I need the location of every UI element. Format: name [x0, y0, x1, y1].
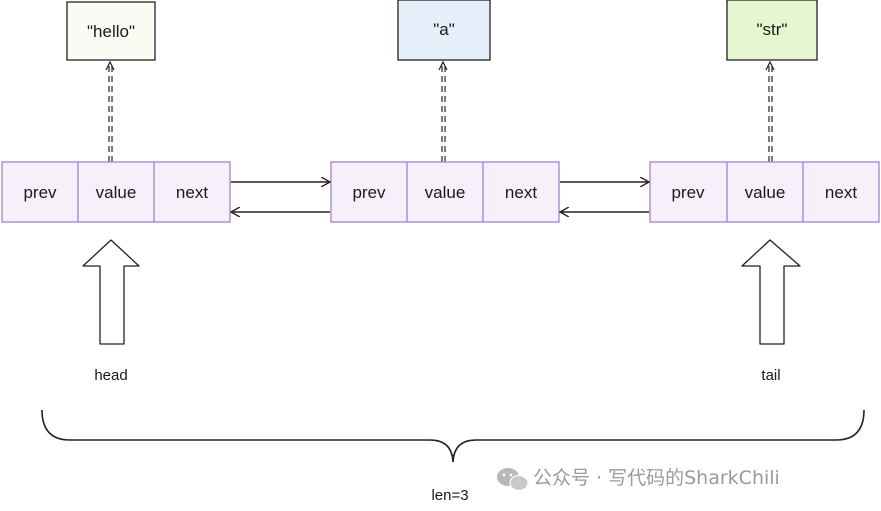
wechat-watermark: 公众号 · 写代码的SharkChili [497, 467, 780, 492]
tail-label: tail [761, 367, 780, 384]
length-label: len=3 [431, 487, 468, 504]
watermark-text: 公众号 · 写代码的SharkChili [533, 467, 780, 489]
head-label: head [94, 367, 127, 384]
node-1-prev: prev [23, 183, 57, 202]
node-2-prev: prev [352, 183, 386, 202]
node-3-next: next [825, 183, 857, 202]
value-box-hello: "hello" [66, 1, 156, 61]
node-3-value: value [745, 183, 786, 202]
length-brace [41, 409, 865, 463]
node-2: prev value next [330, 161, 560, 223]
node-1-value: value [96, 183, 137, 202]
node-1-next: next [176, 183, 208, 202]
node-3-prev: prev [671, 183, 705, 202]
node-2-next: next [505, 183, 537, 202]
node-links [231, 182, 649, 212]
value-pointer-arrows [105, 60, 775, 162]
node-1: prev value next [1, 161, 231, 223]
node-2-value: value [425, 183, 466, 202]
value-text-hello: "hello" [87, 22, 135, 41]
tail-arrow-icon [741, 239, 801, 345]
value-box-a: "a" [397, 0, 491, 61]
value-text-a: "a" [433, 20, 455, 39]
wechat-icon [497, 468, 529, 492]
value-box-str: "str" [726, 0, 818, 61]
value-text-str: "str" [757, 20, 788, 39]
head-arrow-icon [82, 239, 140, 345]
node-3: prev value next [649, 161, 880, 223]
